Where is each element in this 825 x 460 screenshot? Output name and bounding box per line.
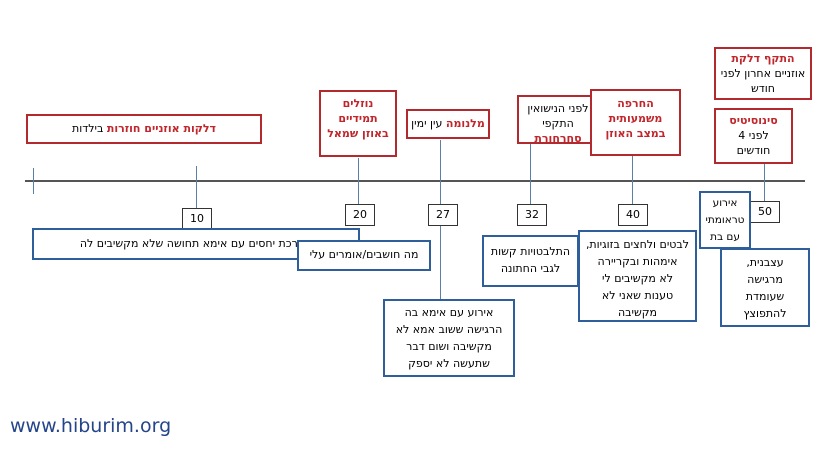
note-age-20: מה חושבים/אומרים עלי xyxy=(297,240,431,271)
connector-50 xyxy=(764,163,765,203)
event-line: תמידיים xyxy=(338,112,378,125)
note-age-40: לבטים ולחצים בזוגיות, אימהות ובקריירה לא… xyxy=(578,230,697,322)
note-line: לגבי החתונה xyxy=(500,262,561,275)
event-vertigo-before-marriage: לפני הנישואין התקפי סחרחורת xyxy=(517,95,599,145)
age-marker-40: 40 xyxy=(618,204,648,226)
connector-20 xyxy=(358,158,359,204)
event-fluid-left-ear: נוזלים תמידיים באוזן שמאל xyxy=(319,90,397,157)
note-line: הרגישה ששוב אמא לא xyxy=(395,323,503,336)
note-age-27: אירוע עם אימא בה הרגישה ששוב אמא לא מקשי… xyxy=(383,299,515,377)
note-age-50-nervous: עצבנית, מרגישה שעומדת להתפוצץ xyxy=(720,248,810,327)
event-text: עין ימין xyxy=(411,117,446,130)
note-line: התלבטויות קשות xyxy=(490,245,571,258)
age-marker-20: 20 xyxy=(345,204,375,226)
timeline-axis xyxy=(25,180,805,182)
note-line: אירוע xyxy=(712,197,738,209)
event-label: התקף דלקת xyxy=(731,52,795,65)
note-age-32: התלבטויות קשות לגבי החתונה xyxy=(482,235,579,287)
note-line: מקשיבה xyxy=(617,306,658,319)
event-line: חודשים xyxy=(736,144,771,157)
note-line: עם בת xyxy=(710,231,740,243)
note-line: לא מקשיבים לי xyxy=(602,272,673,285)
note-line: לבטים ולחצים בזוגיות, xyxy=(585,238,690,251)
note-line: מקשיבה ושום דבר xyxy=(406,340,492,353)
event-last-ear-infection: התקף דלקת אוזניים אחרון לפני חודש xyxy=(714,47,812,100)
event-line: באוזן שמאל xyxy=(327,127,389,140)
note-line: שעומדת xyxy=(745,290,785,303)
event-sinusitis: סינוסיטיס לפני 4 חודשים xyxy=(714,108,793,164)
note-line: טראומתי xyxy=(705,214,745,226)
event-label: מלנומה xyxy=(445,117,485,130)
note-line: טענות שאני לא xyxy=(601,289,674,302)
event-melanoma-right-eye: מלנומה עין ימין xyxy=(406,109,490,139)
note-age-50-traumatic: אירוע טראומתי עם בת xyxy=(699,191,751,249)
event-text: בילדות xyxy=(72,122,107,135)
event-line: לפני 4 xyxy=(738,129,769,142)
connector-40 xyxy=(632,155,633,204)
age-marker-10: 10 xyxy=(182,208,212,230)
connector-10 xyxy=(196,166,197,208)
event-label: דלקות אוזניים חוזרות xyxy=(106,122,216,135)
axis-start-tick xyxy=(33,168,34,194)
event-line: אוזניים אחרון לפני xyxy=(720,67,806,80)
age-marker-32: 32 xyxy=(517,204,547,226)
event-line: משמעותית xyxy=(608,112,663,125)
age-marker-27: 27 xyxy=(428,204,458,226)
connector-32 xyxy=(530,144,531,204)
note-line: אירוע עם אימא בה xyxy=(404,306,494,319)
note-line: עצבנית, xyxy=(746,256,784,269)
event-label: סחרחורת xyxy=(534,132,582,145)
note-line: מרגישה xyxy=(747,273,783,286)
connector-27-top xyxy=(440,140,441,204)
event-label: סינוסיטיס xyxy=(729,114,778,127)
event-line: החרפה xyxy=(617,97,654,110)
age-marker-50: 50 xyxy=(750,201,780,223)
event-line: במצב האוזן xyxy=(605,127,666,140)
connector-27-bottom xyxy=(440,226,441,300)
note-line: להתפוצץ xyxy=(743,307,787,320)
event-line: נוזלים xyxy=(342,97,374,110)
event-ear-worsening: החרפה משמעותית במצב האוזן xyxy=(590,89,681,156)
note-line: שתעשה לא יספק xyxy=(408,357,490,370)
note-line: אימהות ובקריירה xyxy=(597,255,678,268)
event-line: חודש xyxy=(751,82,775,95)
event-text: התקפי xyxy=(542,117,574,130)
event-line: לפני הנישואין xyxy=(527,102,589,115)
event-childhood-ear-infections: דלקות אוזניים חוזרות בילדות xyxy=(26,114,262,144)
site-watermark: www.hiburim.org xyxy=(10,415,172,437)
